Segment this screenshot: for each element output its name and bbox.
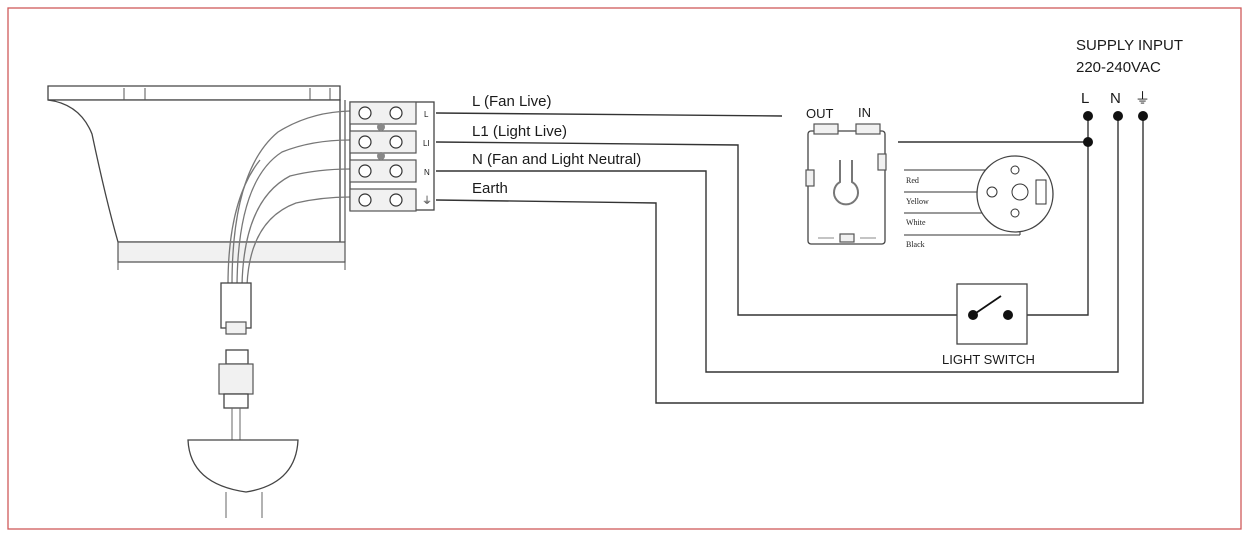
terminal-marker-li: LI [423,139,430,148]
label-light-live: L1 (Light Live) [472,123,567,140]
supply-label-earth: ⏚ [1135,90,1150,107]
terminal-block [349,101,435,212]
wire-supply-live [1004,118,1089,316]
supply-terminal-earth [1138,111,1148,121]
label-earth: Earth [472,180,508,197]
lead-white: White [906,218,926,227]
supply-voltage: 220-240VAC [1076,59,1161,76]
supply-label-n: N [1110,90,1121,107]
lead-black: Black [906,240,925,249]
fan-housing [47,85,346,270]
receiver-module [805,123,887,245]
receiver-in-label: IN [858,105,871,120]
terminal-marker-n: N [424,168,430,177]
lead-yellow: Yellow [906,197,929,206]
plug-connector [218,282,254,440]
terminal-marker-l: L [424,110,429,119]
supply-terminal-l [1083,111,1093,121]
lead-red: Red [906,176,919,185]
wire-light-live [435,141,966,316]
supply-label-l: L [1081,90,1089,107]
wire-neutral [436,118,1119,373]
diagram-frame [7,7,1242,530]
circuit-wires [435,112,1144,404]
label-fan-live: L (Fan Live) [472,93,551,110]
label-neutral: N (Fan and Light Neutral) [472,151,641,168]
light-switch-label: LIGHT SWITCH [942,352,1035,367]
switch-icon [956,283,1028,345]
supply-terminals [1083,111,1148,147]
supply-title: SUPPLY INPUT [1076,37,1183,54]
internal-wires [227,110,351,286]
light-switch [956,283,1028,345]
supply-terminal-n [1113,111,1123,121]
wire-earth [435,118,1144,404]
wire-fan-live [435,112,783,117]
control-module [976,155,1054,233]
receiver-out-label: OUT [806,106,834,121]
motor-bowl [187,439,299,493]
terminal-marker-earth: ⏚ [422,195,432,207]
junction-dot [1083,137,1093,147]
